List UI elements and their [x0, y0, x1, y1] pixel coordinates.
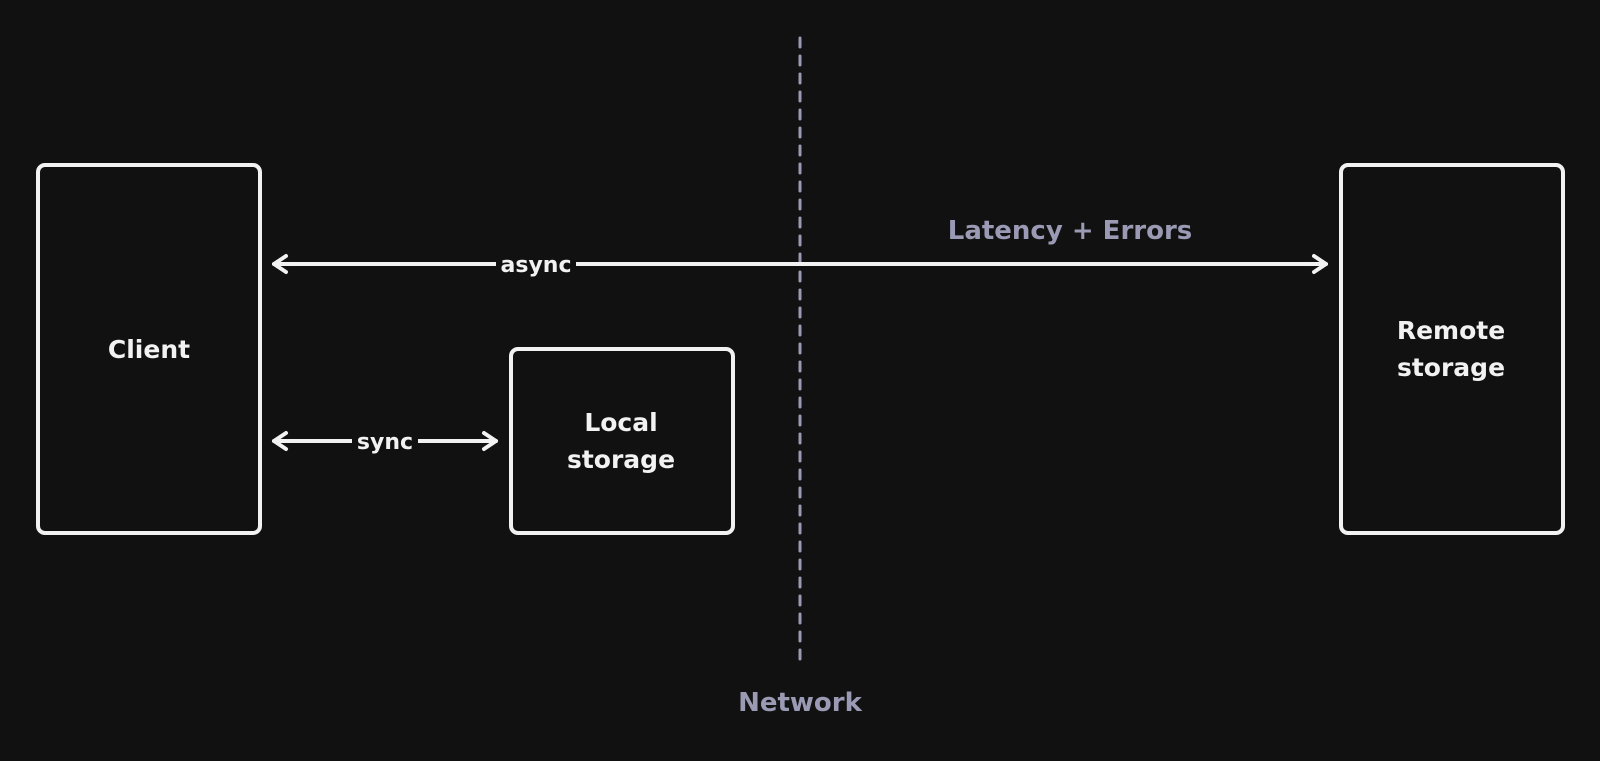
async-arrow-head-right: [1312, 254, 1328, 274]
async-arrow-head-left: [272, 254, 288, 274]
local-storage-box: [509, 347, 735, 535]
sync-label: sync: [357, 430, 413, 455]
sync-arrow: sync: [272, 425, 498, 457]
sync-arrow-head-right: [482, 431, 498, 451]
client-node: Client: [36, 163, 262, 535]
async-label-mask: [496, 248, 576, 280]
async-label: async: [501, 253, 572, 278]
local-storage-node: Local storage: [509, 347, 735, 535]
remote-storage-label-line1: Remote: [1397, 316, 1505, 345]
latency-errors-label: Latency + Errors: [948, 216, 1193, 246]
client-label: Client: [108, 335, 190, 364]
remote-storage-node: Remote storage: [1339, 163, 1565, 535]
async-arrow: async: [272, 248, 1328, 280]
local-storage-label-line2: storage: [567, 445, 675, 474]
sync-arrow-head-left: [272, 431, 288, 451]
local-storage-label-line1: Local: [584, 408, 657, 437]
client-box: [36, 163, 262, 535]
remote-storage-box: [1339, 163, 1565, 535]
remote-storage-label-line2: storage: [1397, 353, 1505, 382]
network-label: Network: [738, 688, 863, 718]
sync-label-mask: [352, 425, 418, 457]
